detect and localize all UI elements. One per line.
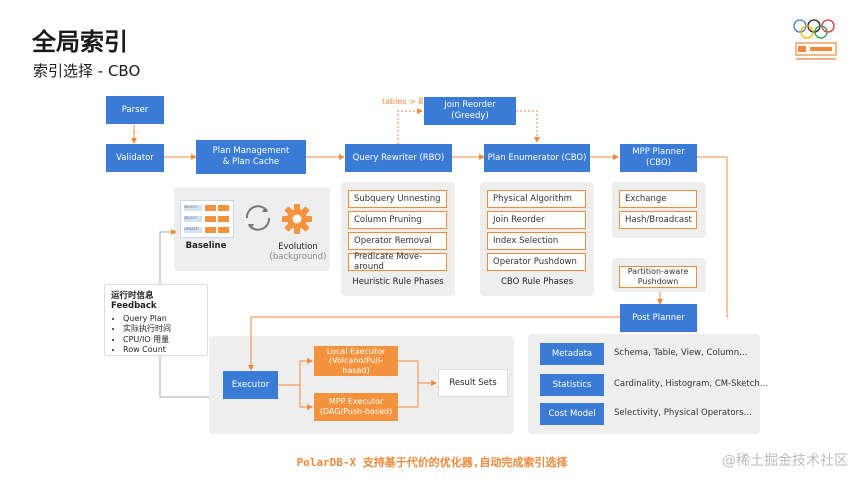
logo [788,16,848,66]
edge-mppexec-results [398,383,419,408]
validator-node: Validator [106,144,164,172]
edge-postplanner-executor [248,316,620,371]
partition-line2: Pushdown [637,277,679,286]
edge-mpp-postplanner [697,156,728,317]
rule-partition-pushdown: Partition-aware Pushdown [619,266,697,288]
rule-column-pruning: Column Pruning [348,211,447,229]
refresh-cycle-icon [241,201,275,239]
heuristic-caption: Heuristic Rule Phases [352,277,444,287]
mpp-planner-node: MPP Planner (CBO) [620,144,697,172]
local-executor-node: Local Executor (Volcano/Pull- based) [314,346,398,376]
rule-physical-algorithm: Physical Algorithm [487,190,586,208]
metadata-desc: Schema, Table, View, Column… [614,348,748,358]
statistics-label: Statistics [540,374,604,396]
edge-executor-mpp [299,385,313,410]
rule-operator-pushdown: Operator Pushdown [487,253,586,271]
mini-row-1: SELECT [184,205,202,211]
mpp-planner-line2: (CBO) [646,158,671,168]
edge-label-tables: tables > 8 [382,97,424,106]
plan-management-line1: Plan Management [212,146,290,157]
rule-operator-removal: Operator Removal [348,232,447,250]
join-reorder-node: Join Reorder (Greedy) [424,97,516,125]
feedback-item: Query Plan [123,314,201,324]
evolution-label: Evolution [278,242,318,252]
cbo-caption: CBO Rule Phases [500,277,574,287]
partition-line1: Partition-aware [627,267,689,277]
cost-model-label: Cost Model [540,403,604,425]
mini-row-2: SELECT [184,216,202,222]
rule-join-reorder: Join Reorder [487,211,586,229]
parser-node: Parser [106,96,164,124]
executor-node: Executor [223,371,278,399]
baseline-label: Baseline [185,241,227,251]
feedback-item: Row Count [123,345,201,355]
local-exec-line3: based) [342,365,370,375]
edge-executor-local [278,358,313,386]
mpp-exec-line2: (DAG/Push-based) [319,407,393,416]
mpp-executor-node: MPP Executor (DAG/Push-based) [314,393,398,421]
post-planner-node: Post Planner [620,304,697,332]
rule-subquery-unnesting: Subquery Unnesting [348,190,447,208]
result-sets-node: Result Sets [438,369,508,397]
query-rewriter-node: Query Rewriter (RBO) [345,144,452,172]
baseline-table-icon: SELECT SELECT UPDATE [180,200,234,238]
feedback-item: 实际执行时间 [123,324,201,334]
join-reorder-line2: (Greedy) [451,111,489,121]
page-subtitle: 索引选择 - CBO [33,62,141,80]
plan-management-node: Plan Management & Plan Cache [196,140,306,174]
watermark: @稀土掘金技术社区 [722,453,848,469]
plan-management-line2: & Plan Cache [222,157,280,167]
join-reorder-line1: Join Reorder [444,100,496,111]
mpp-planner-line1: MPP Planner [632,147,685,158]
local-exec-line1: Local Executor [326,346,386,356]
rule-index-selection: Index Selection [487,232,586,250]
gear-icon [281,203,313,239]
rule-predicate-move-around: Predicate Move-around [348,252,447,272]
mpp-exec-line1: MPP Executor [328,397,384,407]
statistics-desc: Cardinality, Histogram, CM-Sketch… [614,379,769,389]
cost-model-desc: Selectivity, Physical Operators… [614,408,752,418]
metadata-label: Metadata [540,343,604,365]
rule-hash-broadcast: Hash/Broadcast [619,211,697,229]
feedback-title: 运行时信息 Feedback [111,291,157,311]
rule-exchange: Exchange [619,190,697,208]
edge-rewriter-joinreorder [397,108,423,144]
evolution-sub-label: (background) [269,252,327,262]
edge-joinreorder-enumerator [516,110,540,143]
feedback-list: Query Plan 实际执行时间 CPU/IO 用量 Row Count [111,314,201,356]
edge-local-results [398,360,437,386]
footer-caption: PolarDB-X 支持基于代价的优化器,自动完成索引选择 [296,456,568,469]
plan-enumerator-node: Plan Enumerator (CBO) [484,144,590,172]
local-exec-line2: (Volcano/Pull- [328,356,384,366]
feedback-item: CPU/IO 用量 [123,335,201,345]
page-title: 全局索引 [32,28,128,56]
olympic-rings-icon [793,19,837,60]
mini-row-3: UPDATE [184,227,202,233]
feedback-box: 运行时信息 Feedback Query Plan 实际执行时间 CPU/IO … [104,284,208,356]
